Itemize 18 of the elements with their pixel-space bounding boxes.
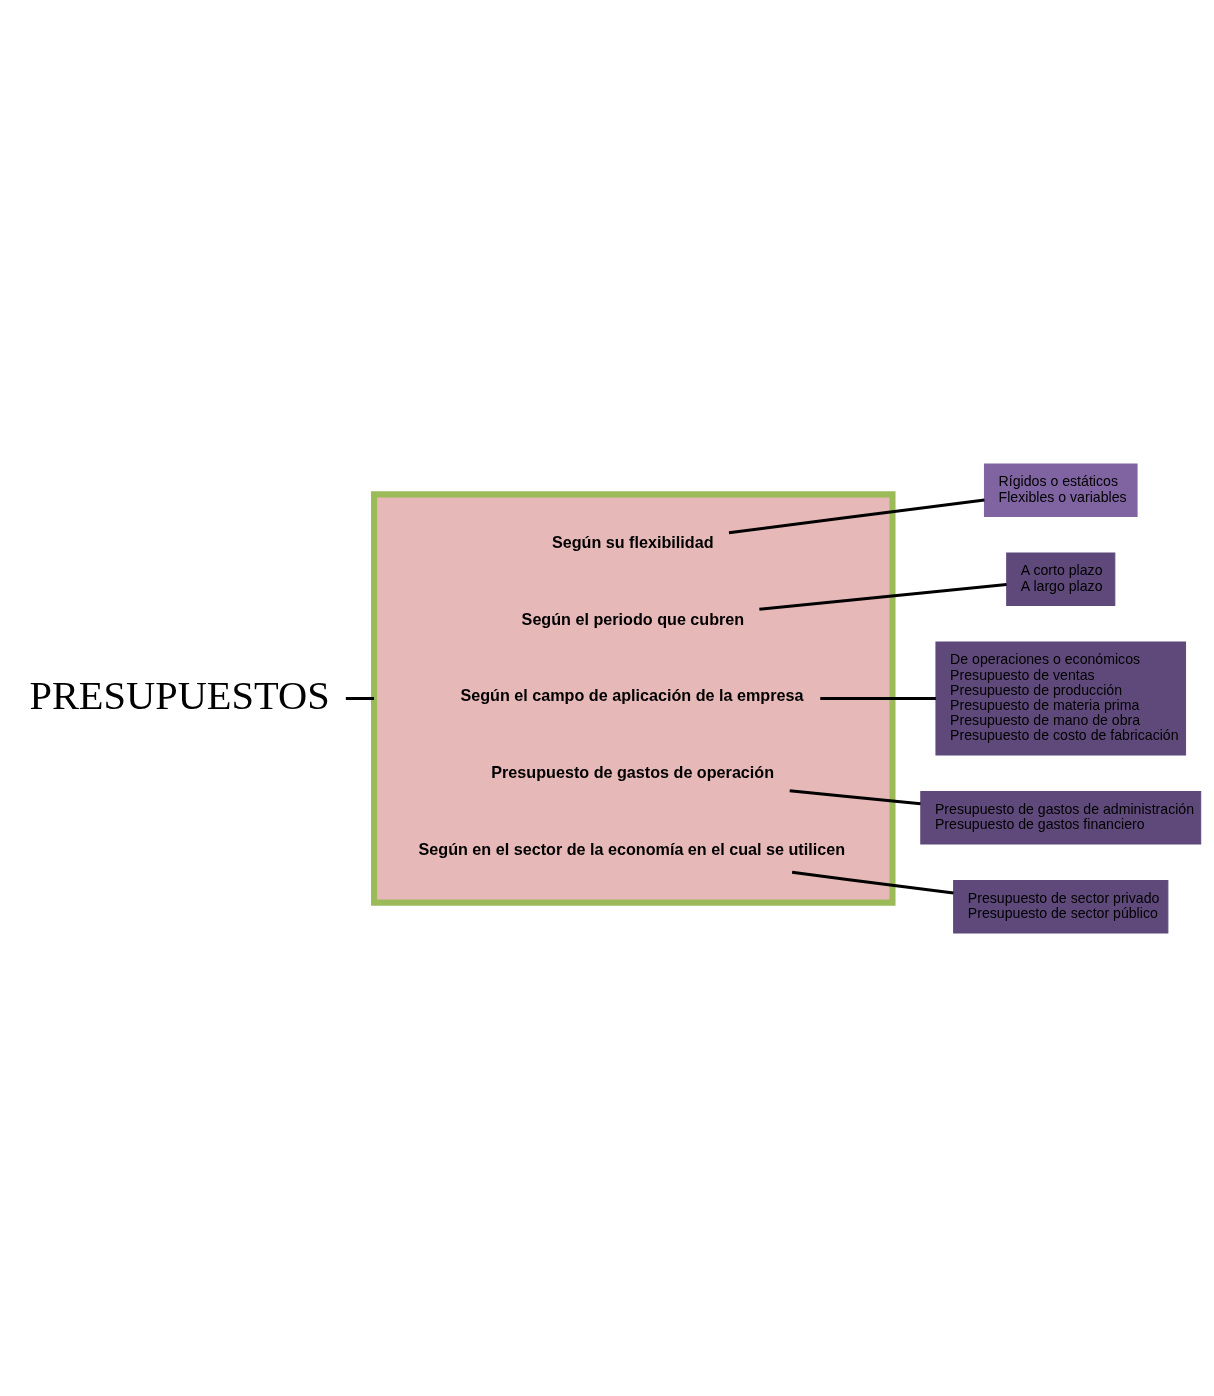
node-box: Presupuesto de sector privado Presupuesto de sector público — [953, 879, 1169, 933]
node-box: A corto plazo A largo plazo — [1006, 551, 1116, 606]
connector — [789, 788, 921, 805]
cluster — [371, 490, 896, 906]
connector — [791, 870, 954, 895]
node-box: Rígidos o estáticos Flexibles o variables — [983, 463, 1138, 517]
connector — [820, 696, 936, 700]
node-text: Según su flexibilidad — [551, 532, 714, 551]
node-text: Según en el sector de la economía en el cual se utilicen — [418, 839, 846, 858]
node-text: Según el periodo que cubren — [521, 609, 745, 628]
connector — [345, 696, 375, 700]
connector — [759, 582, 1007, 611]
node-text: Presupuesto de gastos de operación — [491, 762, 775, 781]
connector — [728, 497, 985, 534]
node-text: Según el campo de aplicación de la empresa — [460, 685, 804, 704]
node-text: PRESUPUESTOS — [29, 672, 330, 718]
node-box: De operaciones o económicos Presupuesto de ventas Presupuesto de producción Presupuesto de materia prima Presupuesto de mano de obra Presupuesto de costo de fabricación — [935, 640, 1187, 756]
node-box: Presupuesto de gastos de administración Presupuesto de gastos financiero — [920, 790, 1202, 845]
